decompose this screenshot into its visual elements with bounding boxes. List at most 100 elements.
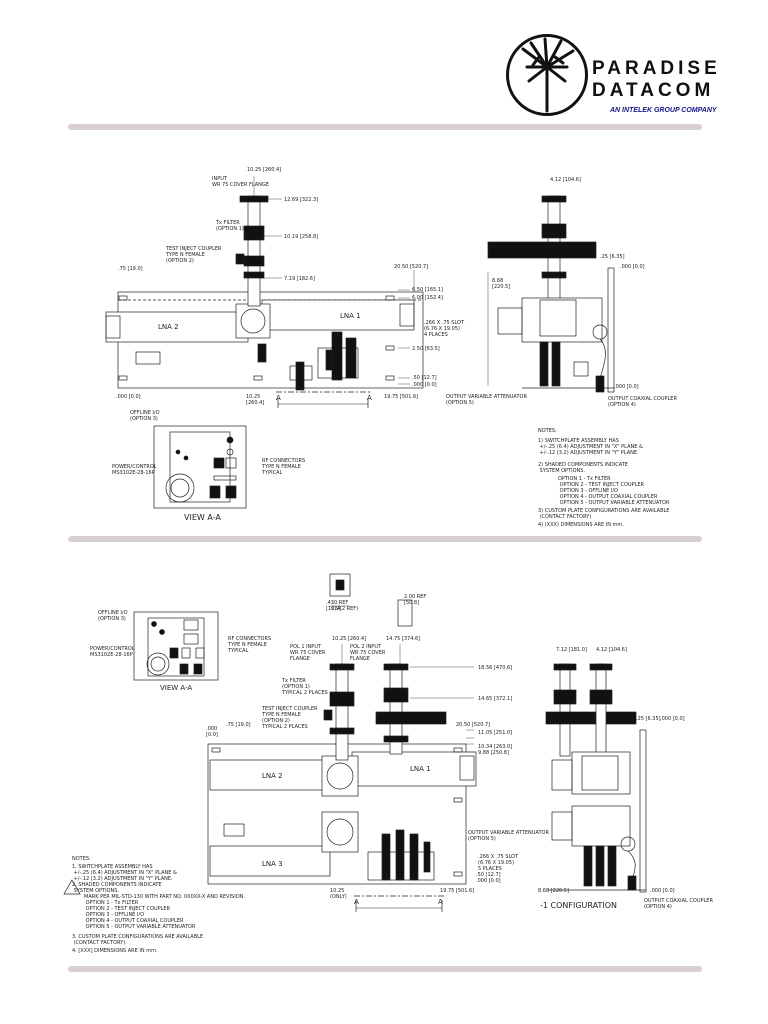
note-2: 2) SHADED COMPONENTS INDICATE SYSTEM OPT… (538, 462, 628, 474)
dim-label: 2.50 [63.5] (412, 346, 440, 352)
section-marker: A (438, 898, 443, 906)
dim-label: 4.12 [104.6] (550, 177, 581, 183)
dim-label: 20.50 [520.7] (456, 722, 490, 728)
note-options: OPTION 1 - Tx FILTER OPTION 2 - TEST INJ… (558, 476, 670, 506)
dim-label: .000 [0.0] (116, 394, 141, 400)
lna1-label: LNA 1 (410, 765, 431, 773)
dim-label: .430 REF[10.9] (326, 600, 348, 612)
company-logo (506, 34, 588, 116)
slot-label: .266 X .75 SLOT(6.76 X 19.05)4 PLACES (424, 320, 465, 338)
dim-label: .000 [0.0] (620, 264, 645, 270)
dim-label: 10.25(ONLY) (330, 888, 347, 900)
offline-label: OFFLINE I/O(OPTION 3) (98, 610, 128, 622)
bottom-detail-view (329, 573, 413, 627)
bottom-side-view (63, 663, 647, 895)
brand-name-line2: DATACOM (592, 80, 715, 101)
dim-label: 18.56 [470.6] (478, 665, 512, 671)
dim-label: 10.25[260.4] (246, 394, 264, 406)
dim-label: 9.88 [250.8] (478, 750, 509, 756)
top-front-view (105, 176, 424, 408)
dim-label: .000 [0.0] (650, 888, 675, 894)
header-divider (68, 124, 702, 130)
section-marker: A (354, 898, 359, 906)
output-coupler-label: OUTPUT COAXIAL COUPLER(OPTION 4) (644, 898, 713, 910)
note-4: 4. [XXX] DIMENSIONS ARE IN mm. (72, 948, 158, 954)
dim-label: 10.25 [260.4] (332, 636, 366, 642)
output-attenuator-label: OUTPUT VARIABLE ATTENUATOR(OPTION 5) (468, 830, 549, 842)
dim-label: 8.68 [220.5] (538, 888, 569, 894)
section-marker: A (367, 394, 372, 402)
dim-label: .000 [0.0] (412, 382, 437, 388)
tx-filter-label: Tx FILTER(OPTION 1)TYPICAL 2 PLACES (281, 678, 328, 696)
dim-label: 4.12 [104.6] (596, 647, 627, 653)
dim-label: 14.75 [374.6] (386, 636, 420, 642)
offline-label: OFFLINE I/O(OPTION 3) (130, 410, 160, 422)
output-attenuator-label: OUTPUT VARIABLE ATTENUATOR(OPTION 5) (446, 394, 527, 406)
notes-title: NOTES: (72, 856, 91, 862)
bottom-front-view (207, 644, 477, 912)
dim-label: .25 [6.35] (600, 254, 625, 260)
lna2-label: LNA 2 (262, 772, 283, 780)
dim-label: .50 [12.7] (412, 375, 437, 381)
lna2-label: LNA 2 (158, 323, 179, 331)
dim-label: .000 [0.0] (476, 878, 501, 884)
note-options: MARK PER MIL-STD-130 WITH PART NO. 0X0XX… (84, 894, 245, 930)
tx-filter-label: Tx FILTER(OPTION 1) (215, 220, 244, 232)
dim-label: 14.65 [372.1] (478, 696, 512, 702)
configuration-label: -1 CONFIGURATION (540, 901, 617, 910)
dim-label: .000[0.0] (206, 726, 218, 738)
dim-label: 19.75 [501.6] (384, 394, 418, 400)
view-aa-label: VIEW A-A (160, 684, 192, 692)
section-divider (68, 536, 702, 542)
view-aa-label: VIEW A-A (184, 513, 221, 522)
slot-label: .266 X .75 SLOT(6.76 X 19.05)5 PLACES (478, 854, 519, 872)
dim-label: (14.2 REF) (332, 606, 358, 612)
dim-label: 10.19 [258.8] (284, 234, 318, 240)
note-4: 4) (XXX) DIMENSIONS ARE IN mm. (538, 522, 624, 528)
dim-label: .50 [12.7] (476, 872, 501, 878)
dim-label: 7.12 [181.0] (556, 647, 587, 653)
top-side-view (487, 195, 615, 393)
dim-label: 12.69 [322.3] (284, 197, 318, 203)
note-2: 2. SHADED COMPONENTS INDICATE SYSTEM OPT… (72, 882, 162, 894)
drawing-annotations: 10.25 [260.4] 12.69 [322.3] 10.19 [258.8] 7… (72, 167, 713, 954)
dim-label: 10.34 [263.0] (478, 744, 512, 750)
dim-label: 19.75 [501.6] (440, 888, 474, 894)
dim-label: .25 [6.35] (636, 716, 661, 722)
dim-label: .000 [0.0] (614, 384, 639, 390)
note-1: 1. SWITCHPLATE ASSEMBLY HAS +/-.25 (6.4)… (72, 864, 177, 882)
palm-tree-icon (521, 37, 575, 113)
brand-tagline: AN INTELEK GROUP COMPANY (610, 107, 717, 114)
note-3: 3. CUSTOM PLATE CONFIGURATIONS ARE AVAIL… (72, 934, 203, 946)
dim-label: 8.68[220.5] (492, 278, 510, 290)
note-1: 1) SWITCHPLATE ASSEMBLY HAS +/-.25 (6.4)… (538, 438, 643, 456)
top-view-aa (153, 425, 247, 509)
bottom-view-aa (133, 611, 219, 681)
notes-title: NOTES: (538, 428, 557, 434)
dim-label: .75 [19.0] (118, 266, 143, 272)
dim-label: 20.50 [520.7] (394, 264, 428, 270)
dim-label: .000 [0.0] (660, 716, 685, 722)
dim-label: 6.00 [152.4] (412, 295, 443, 301)
lna1-label: LNA 1 (340, 312, 361, 320)
note-3: 3) CUSTOM PLATE CONFIGURATIONS ARE AVAIL… (538, 508, 669, 520)
dim-label: 10.25 [260.4] (247, 167, 281, 173)
dim-label: 2.00 REF[50.8] (404, 594, 426, 606)
dim-label: .75 [19.0] (226, 722, 251, 728)
section-marker: A (276, 394, 281, 402)
lna3-label: LNA 3 (262, 860, 283, 868)
dim-label: 6.50 [165.1] (412, 287, 443, 293)
output-coupler-label: OUTPUT COAXIAL COUPLER(OPTION 4) (608, 396, 677, 408)
footer-divider (68, 966, 702, 972)
dim-label: 11.05 [251.0] (478, 730, 512, 736)
brand-name-line1: PARADISE (592, 58, 721, 79)
